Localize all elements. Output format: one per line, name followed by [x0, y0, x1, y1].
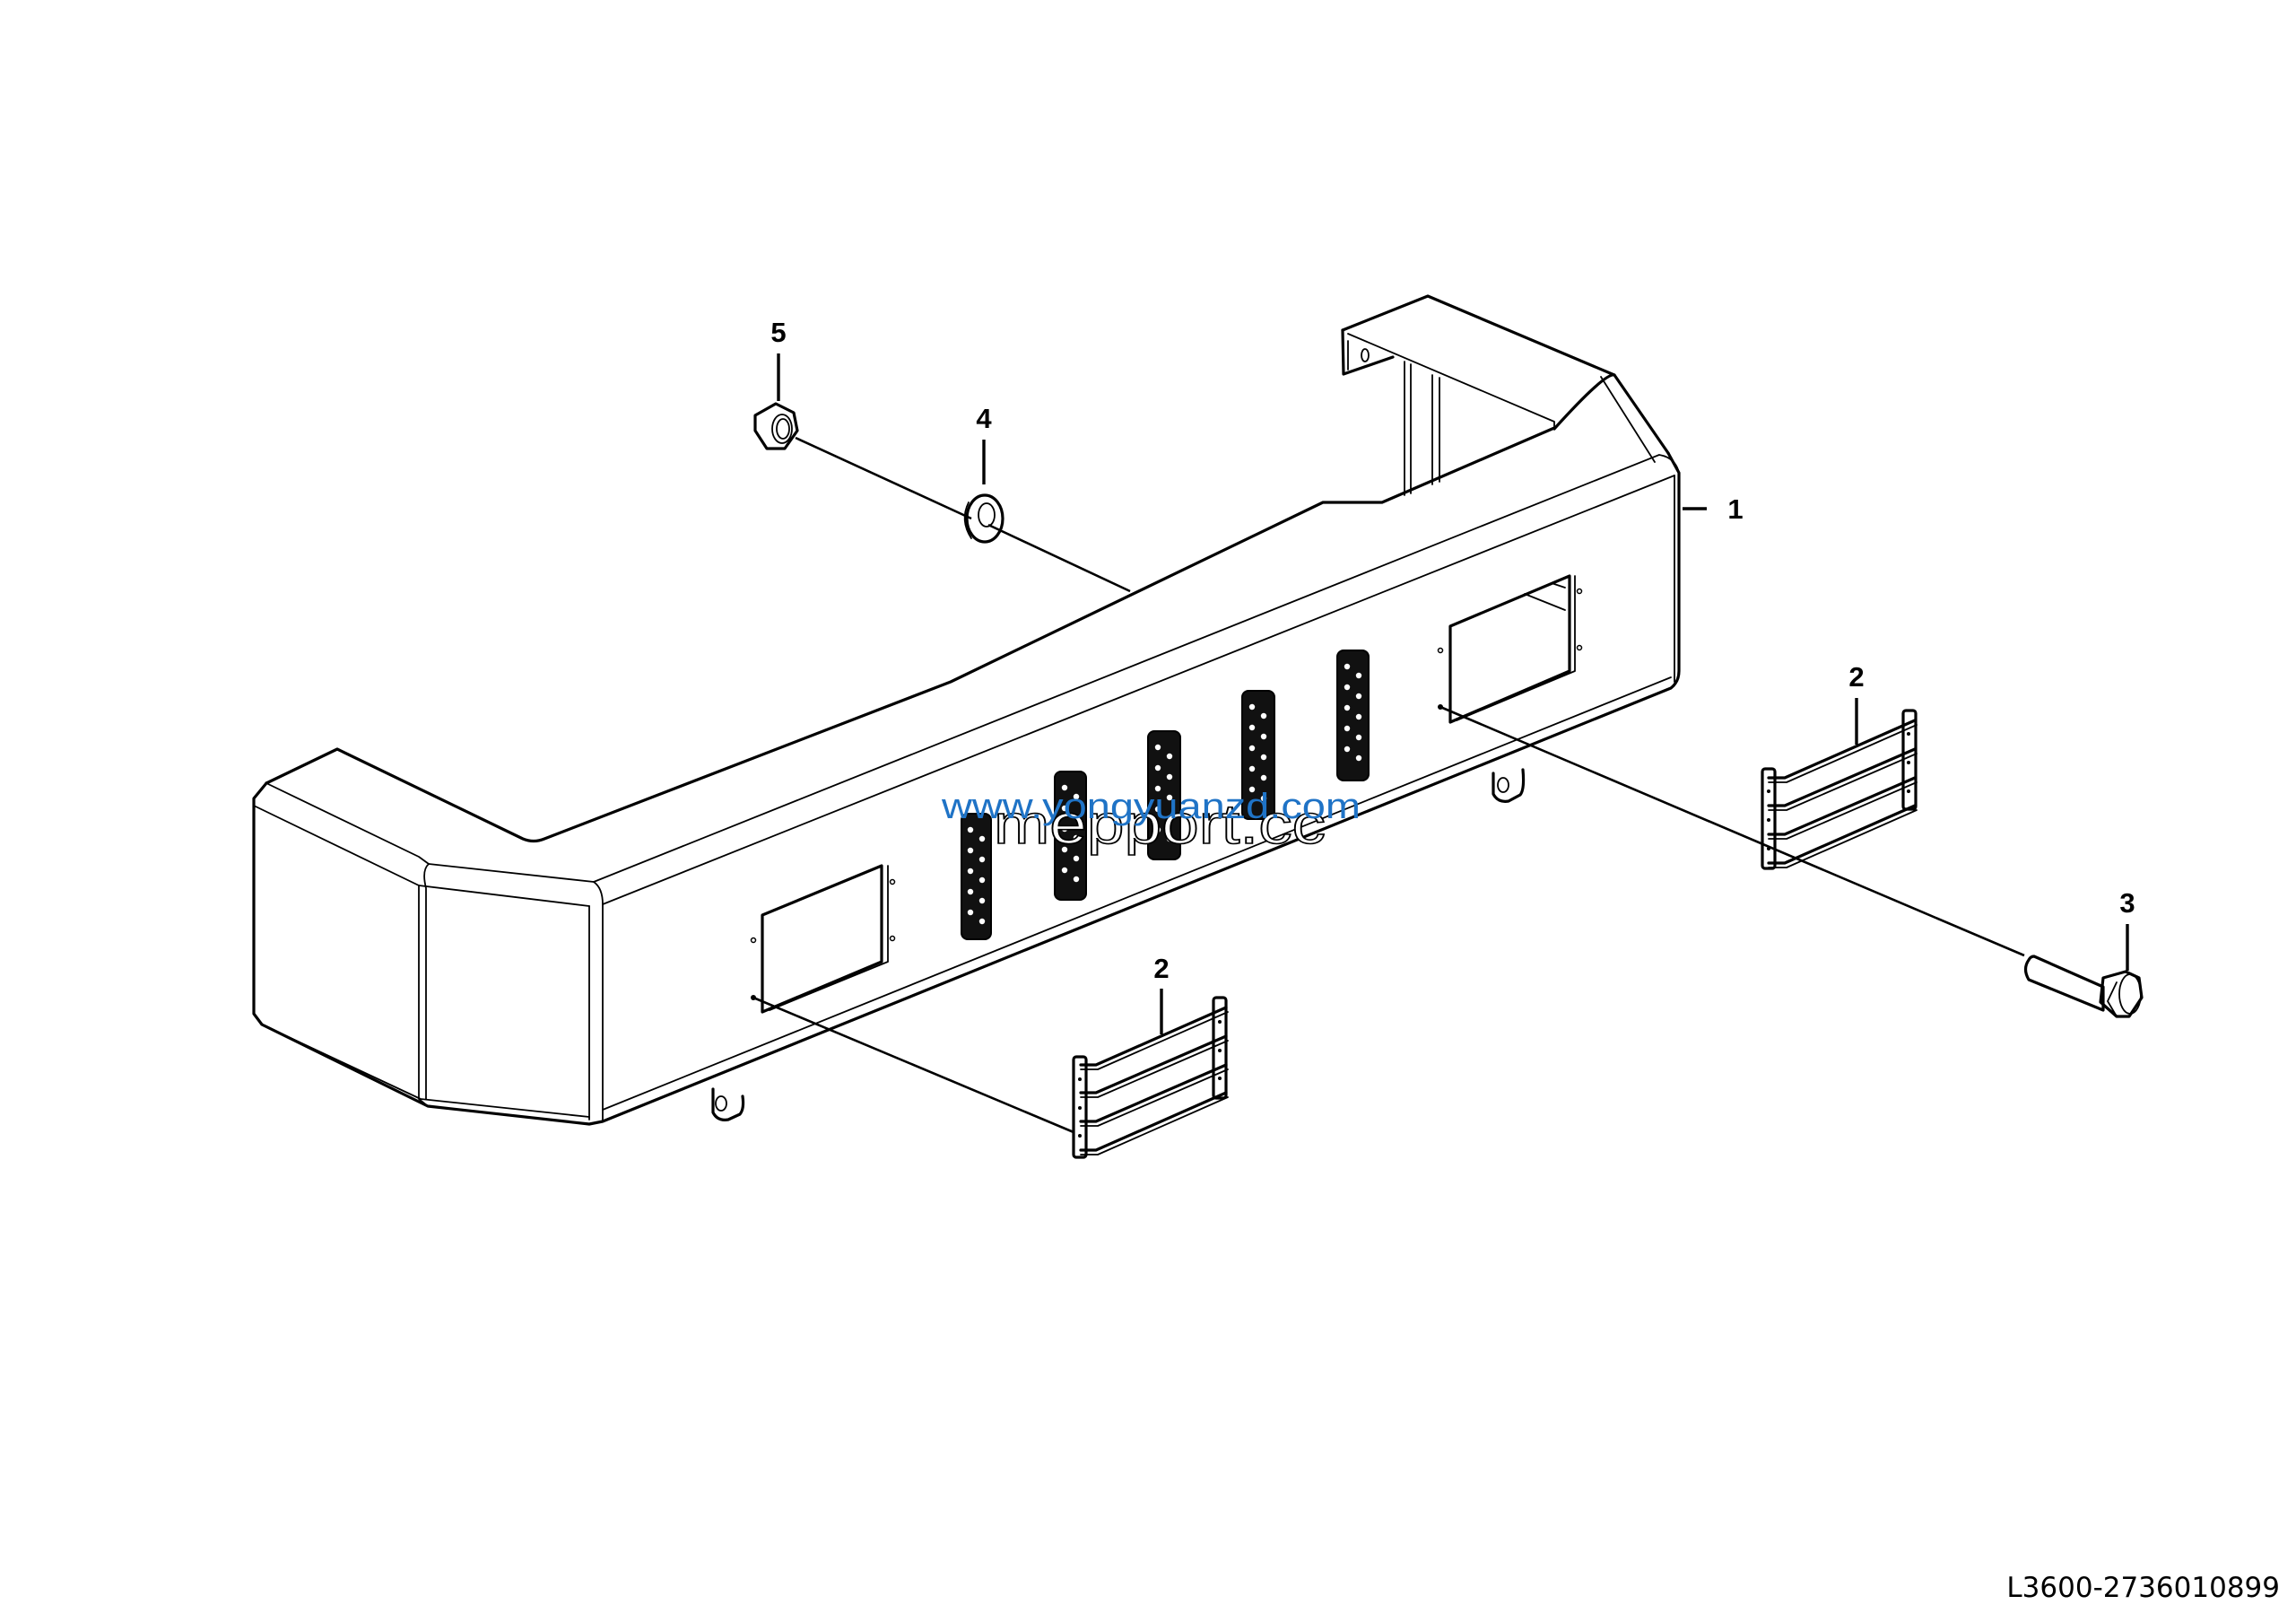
mounting-lug-left	[711, 1087, 745, 1121]
hex-bolt	[2023, 955, 2144, 1018]
mounting-lug-right	[1492, 768, 1526, 803]
lamp-guard-upper	[1761, 709, 1918, 870]
svg-text:2: 2	[1848, 661, 1864, 693]
callout-2-lower: 2	[1153, 953, 1170, 1034]
watermark-secondary: mepport.cc	[994, 794, 1326, 856]
svg-text:1: 1	[1727, 493, 1743, 525]
assembly-line-right-guard-bolt	[1439, 705, 2025, 957]
svg-text:5: 5	[770, 317, 786, 348]
callout-1: 1	[1683, 493, 1744, 525]
lamp-guard-lower	[1072, 996, 1229, 1159]
callout-3: 3	[2119, 887, 2135, 971]
svg-text:2: 2	[1153, 953, 1169, 984]
svg-text:3: 3	[2119, 887, 2135, 919]
bumper-body	[252, 294, 1681, 1126]
svg-text:4: 4	[976, 403, 992, 434]
hex-nut	[753, 402, 799, 450]
figure-id-label: L3600-2736010899	[2006, 1572, 2280, 1604]
washer	[963, 493, 1004, 544]
grille-slots	[961, 650, 1370, 940]
assembly-line-washer-bumper	[987, 523, 1131, 593]
assembly-line-nut-washer	[795, 436, 972, 520]
watermark-primary: www.yongyuanzd.com	[941, 787, 1361, 826]
assembly-line-left-guard	[752, 996, 1074, 1134]
callout-4: 4	[976, 403, 992, 484]
callout-2-upper: 2	[1848, 661, 1865, 745]
callout-5: 5	[770, 317, 787, 401]
